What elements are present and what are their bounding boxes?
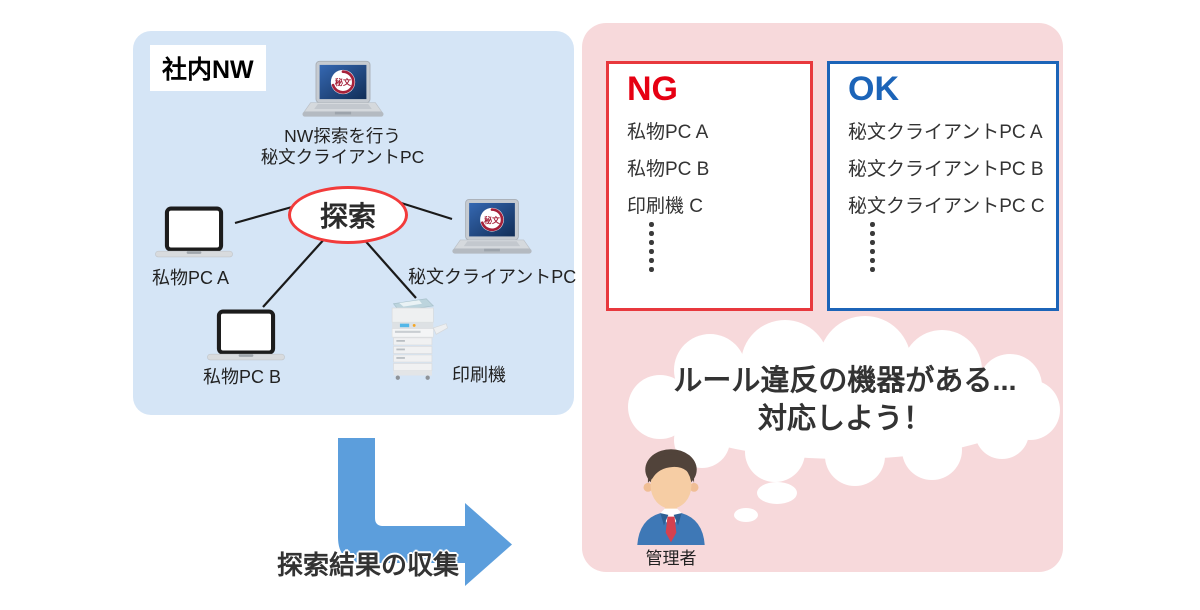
elbow-arrow-icon (338, 438, 512, 586)
search-client-label: NW探索を行う 秘文クライアントPC (240, 126, 445, 169)
personal-pc-b-label: 私物PC B (203, 367, 282, 387)
printer-icon (385, 296, 449, 384)
thought-text-line1: ルール違反の機器がある... (673, 365, 1017, 397)
ng-item: 印刷機 C (627, 196, 704, 217)
search-client-label-line1: NW探索を行う (284, 126, 401, 146)
ng-item-list: 私物PC A 私物PC B 印刷機 C (627, 114, 709, 225)
ok-item: 秘文クライアントPC C (848, 196, 1045, 217)
ok-title: OK (848, 70, 899, 108)
personal-laptop-a-icon (153, 203, 235, 265)
printer-label: 印刷機 (452, 365, 506, 385)
hibun-laptop-icon (298, 60, 388, 122)
ng-item: 私物PC B (627, 159, 710, 180)
ng-card: NG 私物PC A 私物PC B 印刷機 C (606, 61, 813, 311)
admin-person-icon (625, 443, 717, 545)
personal-pc-a-label: 私物PC A (152, 268, 230, 288)
ok-item: 秘文クライアントPC B (848, 159, 1044, 180)
ok-item-list: 秘文クライアントPC A 秘文クライアントPC B 秘文クライアントPC C (848, 114, 1045, 225)
ellipsis-dots-icon (649, 222, 654, 272)
thought-text: ルール違反の機器がある... 対応しよう！ (620, 362, 1070, 439)
admin-label: 管理者 (645, 549, 697, 568)
ellipsis-dots-icon (870, 222, 875, 272)
personal-laptop-b-icon (205, 306, 287, 368)
arrow-label: 探索結果の収集 (276, 550, 459, 580)
hibun-laptop-icon (448, 198, 536, 259)
network-panel-title: 社内NW (150, 45, 266, 91)
search-client-label-line2: 秘文クライアントPC (260, 147, 425, 168)
ng-title: NG (627, 70, 678, 108)
thought-bubble (628, 316, 1060, 522)
hibun-client-pc-label: 秘文クライアントPC (408, 267, 577, 287)
search-oval: 探索 (288, 186, 408, 244)
ok-card: OK 秘文クライアントPC A 秘文クライアントPC B 秘文クライアントPC … (827, 61, 1059, 311)
ng-item: 私物PC A (627, 122, 709, 143)
thought-text-line2: 対応しよう！ (757, 403, 932, 436)
ok-item: 秘文クライアントPC A (848, 122, 1043, 143)
